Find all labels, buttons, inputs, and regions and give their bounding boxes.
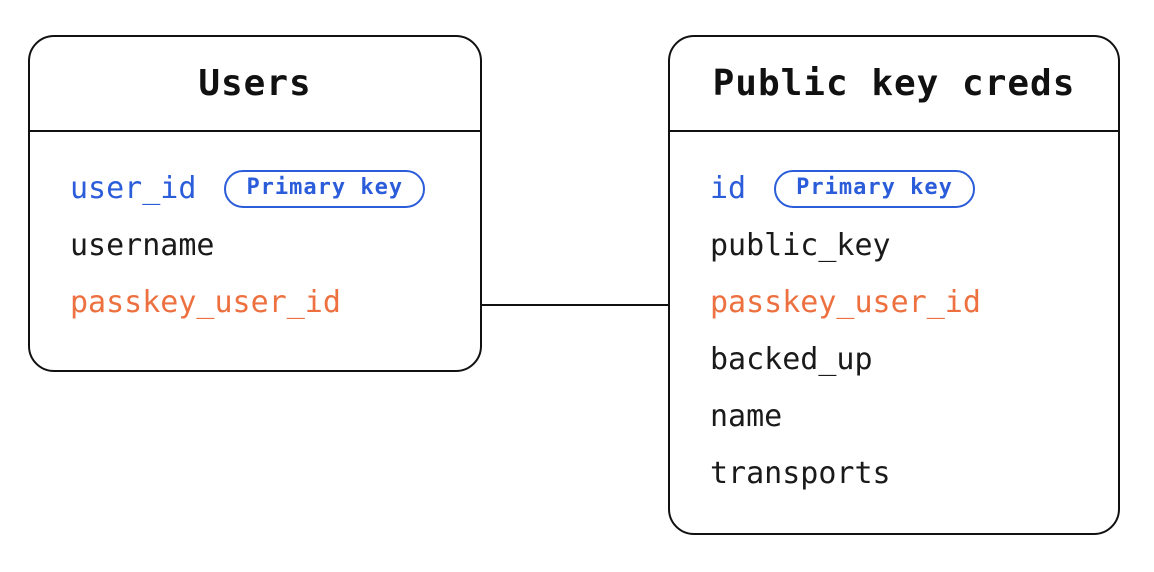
users-table-header: Users	[30, 37, 480, 132]
field-name-passkey-user-id: passkey_user_id	[70, 285, 341, 320]
field-row-username: username	[70, 217, 480, 274]
field-name-id: id	[710, 171, 747, 206]
field-name-username: username	[70, 228, 215, 263]
field-name-user-id: user_id	[70, 171, 197, 206]
public-key-creds-table-node: Public key creds id Primary key public_k…	[668, 35, 1120, 535]
field-row-passkey-user-id: passkey_user_id	[710, 274, 1118, 331]
field-name-public-key: public_key	[710, 228, 891, 263]
users-table-body: user_id Primary key username passkey_use…	[30, 132, 480, 331]
users-table-node: Users user_id Primary key username passk…	[28, 35, 482, 372]
users-table-title: Users	[198, 63, 312, 104]
field-row-public-key: public_key	[710, 217, 1118, 274]
field-name-passkey-user-id: passkey_user_id	[710, 285, 981, 320]
relationship-line	[480, 304, 670, 306]
primary-key-badge: Primary key	[224, 169, 426, 208]
field-name-transports: transports	[710, 456, 891, 491]
public-key-creds-table-header: Public key creds	[670, 37, 1118, 132]
public-key-creds-table-title: Public key creds	[712, 63, 1076, 104]
field-row-transports: transports	[710, 445, 1118, 502]
public-key-creds-table-body: id Primary key public_key passkey_user_i…	[670, 132, 1118, 502]
field-row-name: name	[710, 388, 1118, 445]
field-row-backed-up: backed_up	[710, 331, 1118, 388]
field-row-passkey-user-id: passkey_user_id	[70, 274, 480, 331]
primary-key-badge: Primary key	[774, 169, 975, 208]
field-row-id: id Primary key	[710, 160, 1118, 217]
field-name-backed-up: backed_up	[710, 342, 873, 377]
field-row-user-id: user_id Primary key	[70, 160, 480, 217]
field-name-name: name	[710, 399, 783, 434]
